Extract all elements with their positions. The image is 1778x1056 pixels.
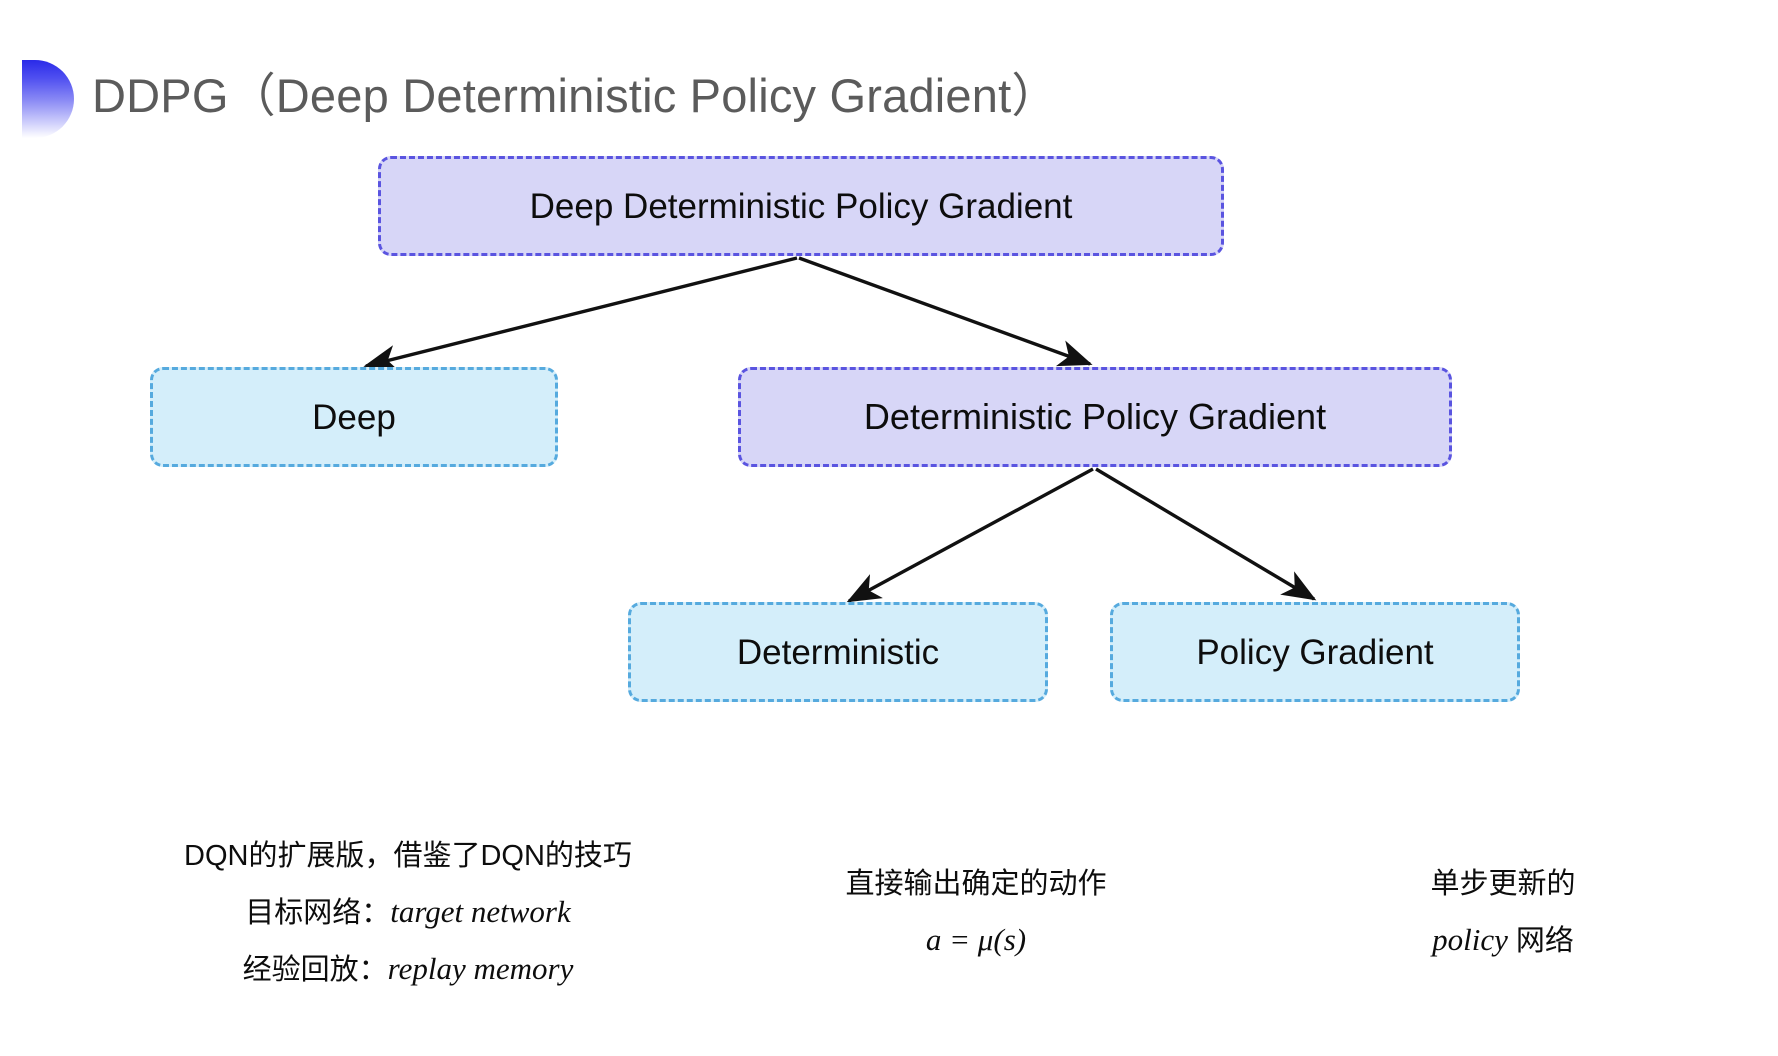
caption-deep-line2-term: target network [390, 894, 571, 929]
node-deep-deterministic-policy-gradient[interactable]: Deep Deterministic Policy Gradient [378, 156, 1224, 256]
caption-deep: DQN的扩展版，借鉴了DQN的技巧 目标网络：target network 经验… [148, 828, 668, 998]
caption-deep-line2: 目标网络：target network [148, 884, 668, 941]
caption-deep-line1: DQN的扩展版，借鉴了DQN的技巧 [184, 840, 632, 872]
edge-dpg-to-policy-gradient [1095, 467, 1317, 601]
caption-policy-gradient-line1: 单步更新的 [1430, 868, 1576, 900]
caption-deterministic-formula: a = μ(s) [925, 922, 1027, 957]
slide-title-row: DDPG（Deep Deterministic Policy Gradient） [0, 52, 1778, 142]
edge-root-to-deep [363, 256, 798, 372]
node-policy-gradient[interactable]: Policy Gradient [1110, 602, 1520, 702]
node-label: Deep Deterministic Policy Gradient [529, 186, 1073, 226]
caption-deep-line2-label: 目标网络： [245, 897, 391, 929]
node-label: Deep [312, 397, 396, 437]
caption-deterministic-line1: 直接输出确定的动作 [845, 868, 1107, 900]
caption-policy-gradient-term: policy [1432, 922, 1508, 957]
caption-deep-line3-term: replay memory [387, 951, 574, 986]
edge-root-to-dpg [798, 256, 1093, 367]
caption-policy-gradient: 单步更新的 policy 网络 [1348, 856, 1658, 969]
node-deep[interactable]: Deep [150, 367, 558, 467]
node-deterministic-policy-gradient[interactable]: Deterministic Policy Gradient [738, 367, 1452, 467]
caption-deep-line3-label: 经验回放： [242, 954, 388, 986]
edge-dpg-to-deterministic [846, 467, 1094, 603]
node-deterministic[interactable]: Deterministic [628, 602, 1048, 702]
node-label: Deterministic Policy Gradient [863, 396, 1327, 437]
caption-deep-line3: 经验回放：replay memory [148, 941, 668, 998]
node-label: Deterministic [736, 632, 940, 672]
half-circle-gradient-bullet-icon [22, 60, 74, 138]
page-title: DDPG（Deep Deterministic Policy Gradient） [92, 69, 1059, 122]
caption-policy-gradient-suffix: 网络 [1507, 925, 1574, 957]
caption-deterministic: 直接输出确定的动作 a = μ(s) [796, 856, 1156, 968]
caption-policy-gradient-line2: policy 网络 [1348, 912, 1658, 969]
node-label: Policy Gradient [1196, 632, 1434, 672]
